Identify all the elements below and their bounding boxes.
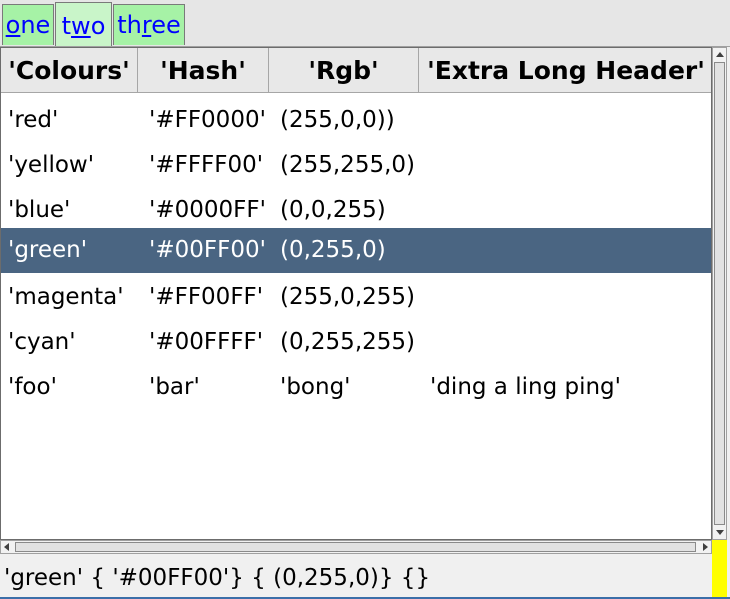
horizontal-scroll-thumb[interactable]	[15, 542, 696, 552]
cell-colour: 'cyan'	[8, 329, 76, 355]
tab-two[interactable]: two	[55, 2, 112, 46]
cell-rgb: 'bong'	[280, 374, 351, 400]
horizontal-scrollbar[interactable]	[0, 540, 712, 554]
cell-colour: 'yellow'	[8, 152, 95, 178]
table-row-selected[interactable]: 'green' '#00FF00' (0,255,0)	[1, 228, 711, 273]
tab-mnemonic: o	[5, 11, 21, 39]
tab-label: t	[61, 12, 72, 40]
cell-extra	[423, 228, 711, 273]
cell-colour: 'green'	[8, 237, 88, 263]
tab-mnemonic: w	[71, 12, 91, 40]
vertical-scroll-thumb[interactable]	[714, 62, 725, 525]
cell-hash: '#00FFFF'	[149, 329, 264, 355]
cell-hash: '#00FF00'	[149, 237, 266, 263]
scroll-left-arrow-icon[interactable]	[4, 543, 9, 551]
cell-rgb: (255,0,0))	[280, 107, 395, 133]
cell-hash: 'bar'	[149, 374, 200, 400]
cell-extra	[423, 320, 711, 365]
cell-rgb: (0,0,255)	[280, 197, 386, 223]
cell-hash: '#FF00FF'	[149, 284, 264, 310]
cell-hash: '#0000FF'	[149, 197, 266, 223]
tab-bar: one two three	[0, 0, 730, 47]
table-row[interactable]: 'magenta' '#FF00FF' (255,0,255)	[1, 275, 711, 320]
table-row[interactable]: 'yellow' '#FFFF00' (255,255,0)	[1, 143, 711, 188]
cell-colour: 'blue'	[8, 197, 71, 223]
vertical-scrollbar[interactable]	[712, 47, 727, 540]
cell-colour: 'foo'	[8, 374, 57, 400]
cell-colour: 'red'	[8, 107, 59, 133]
tab-mnemonic: r	[141, 11, 152, 39]
colour-table[interactable]: 'Colours' 'Hash' 'Rgb' 'Extra Long Heade…	[0, 47, 712, 540]
cell-extra	[423, 275, 711, 320]
cell-hash: '#FFFF00'	[149, 152, 264, 178]
cell-extra: 'ding a ling ping'	[430, 374, 621, 400]
scroll-down-arrow-icon[interactable]	[716, 530, 724, 535]
table-row[interactable]: 'red' '#FF0000' (255,0,0))	[1, 98, 711, 143]
table-row[interactable]: 'foo' 'bar' 'bong' 'ding a ling ping'	[1, 365, 711, 410]
column-header-rgb[interactable]: 'Rgb'	[269, 48, 419, 92]
tab-label: ne	[20, 11, 51, 39]
table-header: 'Colours' 'Hash' 'Rgb' 'Extra Long Heade…	[1, 48, 711, 93]
column-header-hash[interactable]: 'Hash'	[138, 48, 269, 92]
tab-three[interactable]: three	[113, 4, 185, 45]
cell-extra	[423, 98, 711, 143]
column-header-colours[interactable]: 'Colours'	[1, 48, 138, 92]
cell-extra	[423, 143, 711, 188]
cell-rgb: (0,255,255)	[280, 329, 416, 355]
column-header-extra-long[interactable]: 'Extra Long Header'	[427, 56, 705, 85]
window-bottom-border	[0, 597, 730, 599]
scroll-right-arrow-icon[interactable]	[703, 543, 708, 551]
tab-label: ee	[151, 11, 181, 39]
tab-label: o	[90, 12, 106, 40]
scroll-up-arrow-icon[interactable]	[716, 52, 724, 57]
tab-one[interactable]: one	[2, 4, 54, 45]
cell-rgb: (0,255,0)	[280, 237, 386, 263]
cell-rgb: (255,0,255)	[280, 284, 416, 310]
cell-extra	[423, 188, 711, 233]
size-grip-corner	[712, 540, 727, 597]
cell-rgb: (255,255,0)	[280, 152, 416, 178]
table-row[interactable]: 'blue' '#0000FF' (0,0,255)	[1, 188, 711, 233]
cell-colour: 'magenta'	[8, 284, 124, 310]
table-row[interactable]: 'cyan' '#00FFFF' (0,255,255)	[1, 320, 711, 365]
selection-status-text: 'green' { '#00FF00'} { (0,255,0)} {}	[4, 565, 431, 591]
cell-hash: '#FF0000'	[149, 107, 266, 133]
tab-label: th	[117, 11, 142, 39]
